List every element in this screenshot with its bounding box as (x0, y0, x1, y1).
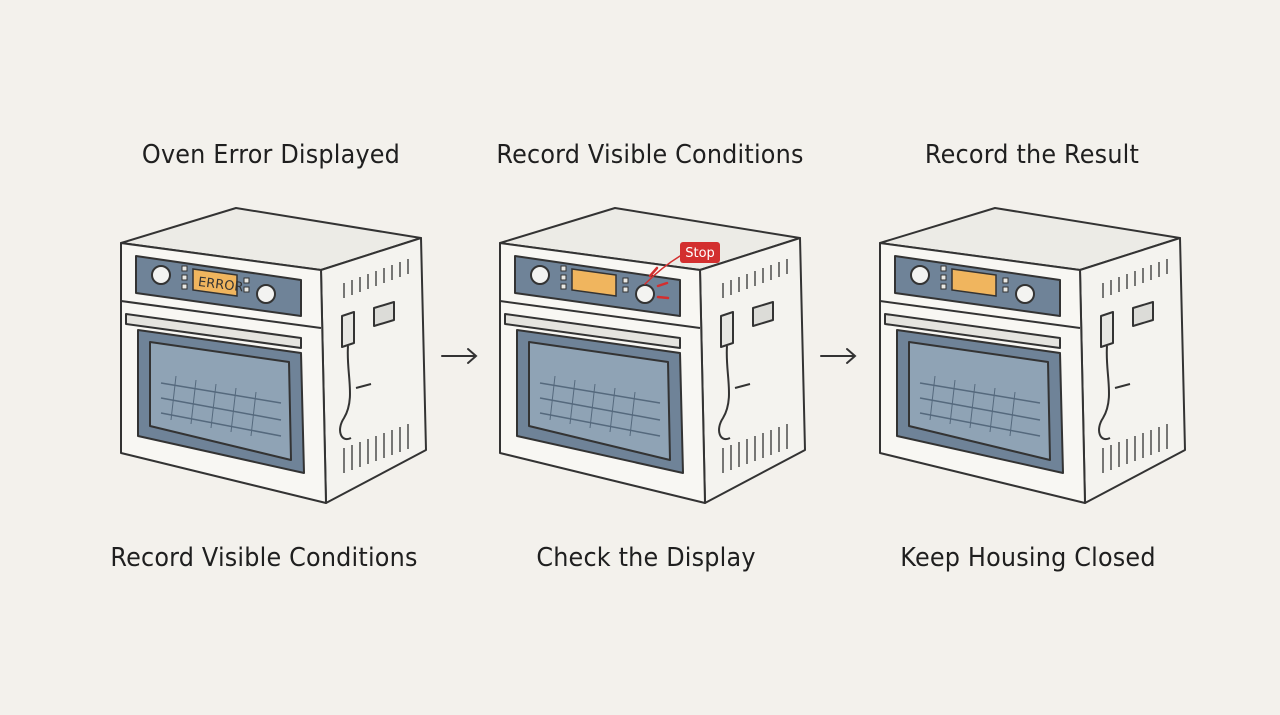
highlight-marks (644, 255, 681, 300)
step-3-title: Record the Result (924, 140, 1140, 170)
arrow-right-icon (441, 348, 478, 364)
oven-step-1-icon: ERROR (120, 207, 427, 504)
stop-callout-label: Stop (685, 246, 715, 261)
stop-callout (680, 242, 720, 263)
oven-step-2-icon: Stop (499, 207, 806, 504)
arrow-right-icon (820, 348, 857, 364)
step-2-title: Record Visible Conditions (496, 140, 804, 170)
oven-step-3-icon (879, 207, 1186, 504)
step-3-caption: Keep Housing Closed (900, 543, 1156, 573)
step-1-title: Oven Error Displayed (141, 140, 401, 170)
oven-display-text: ERROR (197, 275, 244, 295)
step-2-caption: Check the Display (536, 543, 756, 573)
step-1-caption: Record Visible Conditions (110, 543, 418, 573)
